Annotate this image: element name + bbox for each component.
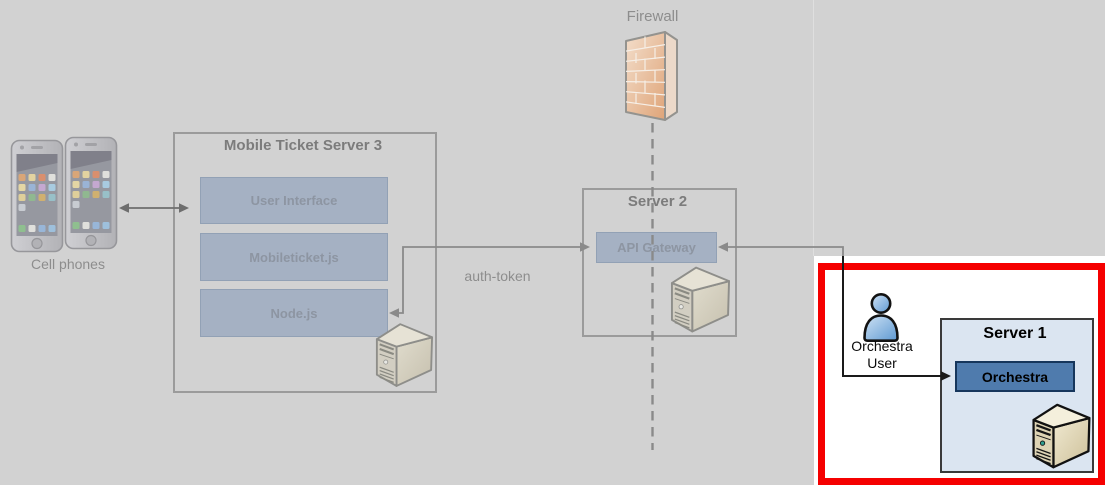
server2-box [582, 188, 737, 337]
cell-phone-icon [64, 136, 118, 250]
server-tower-icon [375, 323, 433, 387]
server-tower-icon [670, 266, 730, 333]
auth-token-label: auth-token [464, 268, 531, 284]
firewall-label: Firewall [626, 8, 679, 25]
orchestra-box: Orchestra [955, 361, 1075, 392]
cell-phones-label: Cell phones [31, 256, 105, 272]
overlay-seam-line [813, 0, 814, 256]
cell-phone-icon [10, 139, 64, 253]
highlight-border [818, 263, 1105, 485]
server2-title: Server 2 [627, 193, 688, 210]
mobile-ticket-server-title: Mobile Ticket Server 3 [223, 137, 383, 154]
firewall-brick-icon [625, 31, 678, 121]
server-tower-icon [1032, 403, 1091, 469]
server1-title: Server 1 [983, 325, 1047, 342]
user-interface-box: User Interface [200, 177, 388, 224]
node-js-box: Node.js [200, 289, 388, 337]
mobileticket-js-box: Mobileticket.js [200, 233, 388, 281]
api-gateway-box: API Gateway [596, 232, 717, 263]
